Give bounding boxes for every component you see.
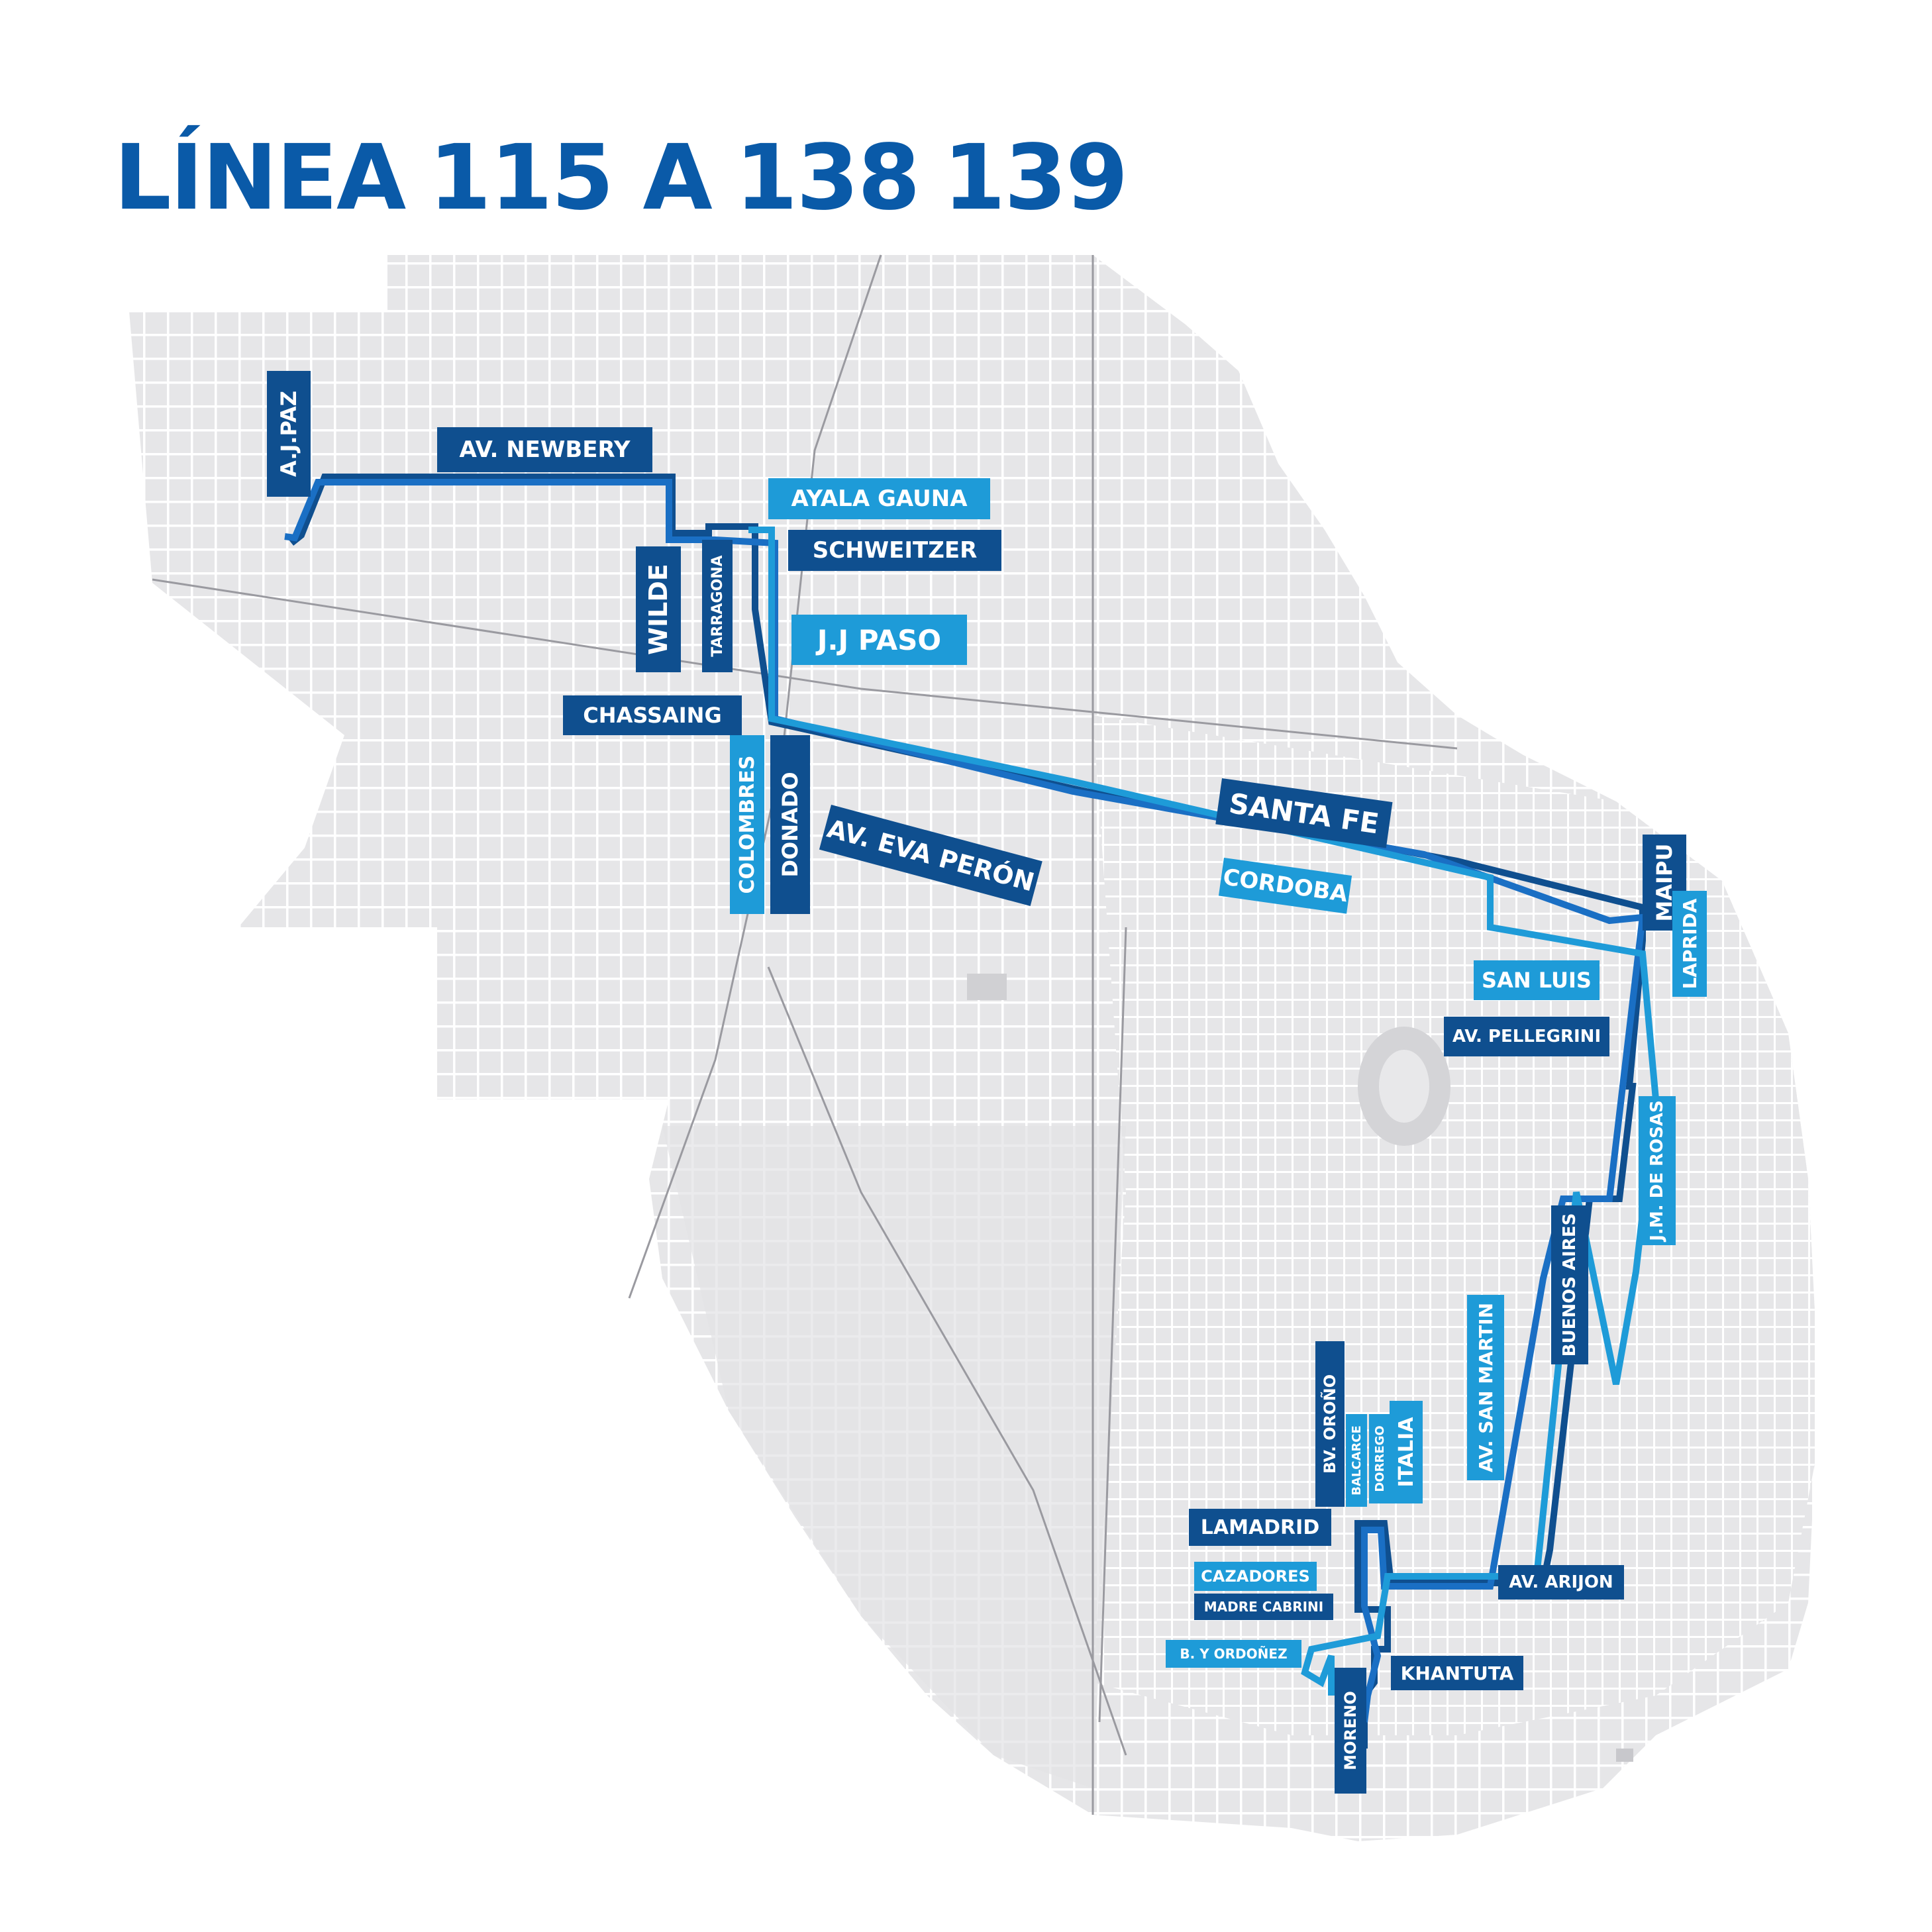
label-jj-paso: J.J PASO <box>791 615 967 665</box>
label-madre-cabrini: MADRE CABRINI <box>1194 1594 1333 1620</box>
label-wilde: WILDE <box>636 546 681 672</box>
label-chassaing: CHASSAING <box>563 695 742 735</box>
label-schweitzer: SCHWEITZER <box>788 530 1001 571</box>
label-lamadrid: LAMADRID <box>1189 1509 1331 1546</box>
label-bv-orono: BV. OROÑO <box>1315 1341 1345 1507</box>
label-av-pellegrini: AV. PELLEGRINI <box>1444 1017 1609 1056</box>
title-prefix: LÍNEA <box>114 126 406 230</box>
label-donado: DONADO <box>770 735 810 914</box>
label-italia: ITALIA <box>1390 1401 1423 1503</box>
route-line-light <box>748 527 1660 1696</box>
label-laprida: LAPRIDA <box>1672 891 1707 997</box>
route-line-dark <box>289 474 1646 1749</box>
label-tarragona: TARRAGONA <box>702 540 733 672</box>
route-line-mid <box>284 479 1647 1723</box>
title-line-139: 139 <box>942 126 1129 230</box>
label-khantuta: KHANTUTA <box>1391 1656 1523 1690</box>
label-colombres: COLOMBRES <box>730 735 764 914</box>
label-av-san-martin: AV. SAN MARTIN <box>1467 1295 1504 1480</box>
label-av-arijon: AV. ARIJON <box>1498 1565 1624 1600</box>
label-b-y-ordonez: B. Y ORDOÑEZ <box>1166 1640 1301 1668</box>
label-jm-de-rosas: J.M. DE ROSAS <box>1639 1096 1676 1245</box>
parks <box>967 974 1633 1762</box>
title-line-115a: 115 A <box>429 126 712 230</box>
title-line-138: 138 <box>735 126 921 230</box>
label-av-newbery: AV. NEWBERY <box>437 427 652 472</box>
label-aj-paz: A.J.PAZ <box>267 371 311 497</box>
label-cazadores: CAZADORES <box>1194 1562 1317 1591</box>
label-balcarce: BALCARCE <box>1346 1414 1367 1507</box>
bus-routes <box>284 474 1660 1749</box>
label-ayala-gauna: AYALA GAUNA <box>768 478 990 519</box>
label-dorrego: DORREGO <box>1369 1414 1390 1503</box>
label-san-luis: SAN LUIS <box>1474 960 1600 1000</box>
label-buenos-aires: BUENOS AIRES <box>1551 1205 1588 1364</box>
label-moreno: MORENO <box>1335 1668 1366 1794</box>
